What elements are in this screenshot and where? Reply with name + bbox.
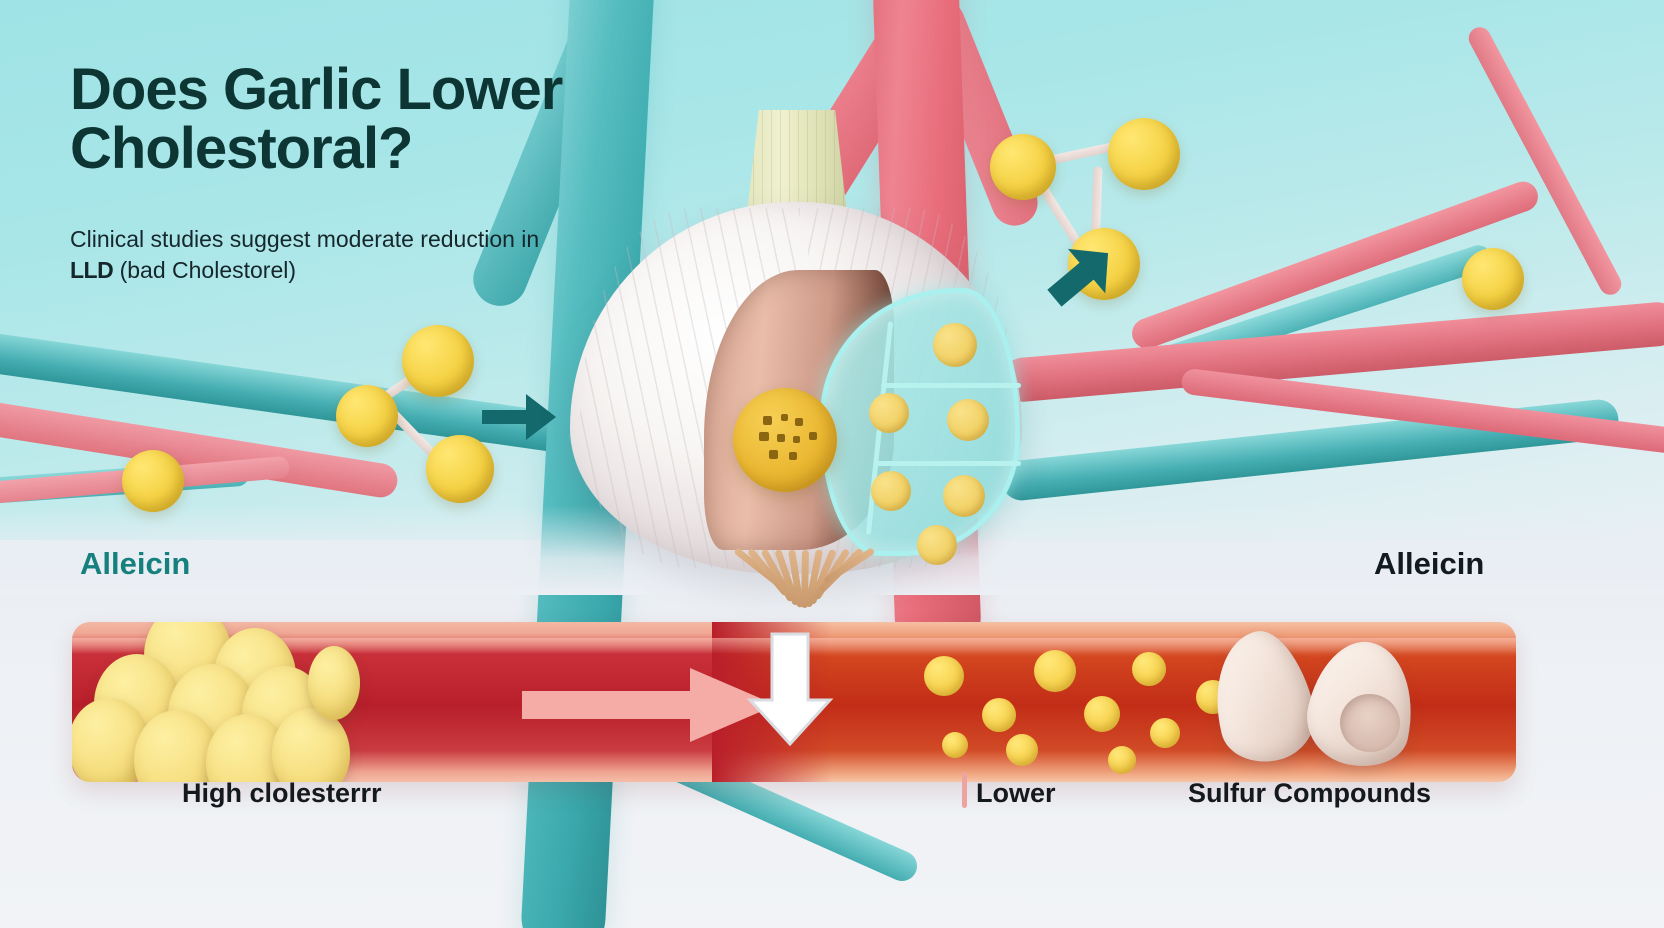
- bulb-core: [733, 388, 837, 492]
- molecule-atom: [990, 134, 1056, 200]
- clove-dot: [871, 471, 911, 511]
- bulb-clove-pane: [820, 288, 1021, 565]
- allicin-molecule-left: [330, 325, 530, 515]
- subtitle-bold-term: LLD: [70, 256, 114, 283]
- pane-divider: [881, 383, 1021, 388]
- subtitle-suffix: (bad Cholestorel): [113, 256, 297, 283]
- arrow-up-right-teal-icon: [1047, 248, 1109, 307]
- page-title: Does Garlic Lower Cholestoral?: [70, 60, 710, 178]
- clove-dot: [943, 475, 985, 517]
- label-high-cholesterol: High clolesterrr: [182, 778, 382, 808]
- single-molecule-right: [1462, 248, 1524, 310]
- arrow-right-teal-icon: [482, 394, 556, 440]
- clove-dot: [947, 399, 989, 441]
- label-sulfur-compounds: Sulfur Compounds: [1188, 778, 1431, 808]
- page-title-line2: Cholestoral?: [70, 116, 414, 182]
- clove-dot: [933, 323, 977, 367]
- label-allicin-right: Alleicin: [1374, 546, 1485, 581]
- pane-divider: [875, 461, 1021, 466]
- arrow-right-pink-icon: [522, 668, 776, 742]
- lower-tick-marker: [962, 772, 967, 808]
- garlic-bulb-icon: [548, 110, 1044, 610]
- molecule-atom: [426, 435, 494, 503]
- page-title-line1: Does Garlic Lower: [70, 57, 563, 122]
- arrow-down-white-icon: [746, 632, 834, 747]
- label-allicin-left: Alleicin: [80, 546, 191, 581]
- clove-dot: [869, 393, 909, 433]
- molecule-atom: [402, 325, 474, 397]
- clove-dot: [917, 525, 957, 565]
- page-subtitle: Clinical studies suggest moderate reduct…: [70, 224, 540, 285]
- single-molecule-left: [122, 450, 184, 512]
- label-lower: Lower: [976, 778, 1056, 808]
- molecule-atom: [1108, 118, 1180, 190]
- subtitle-prefix: Clinical studies suggest moderate reduct…: [70, 226, 540, 252]
- bulb-roots: [728, 547, 880, 622]
- molecule-atom: [336, 385, 398, 447]
